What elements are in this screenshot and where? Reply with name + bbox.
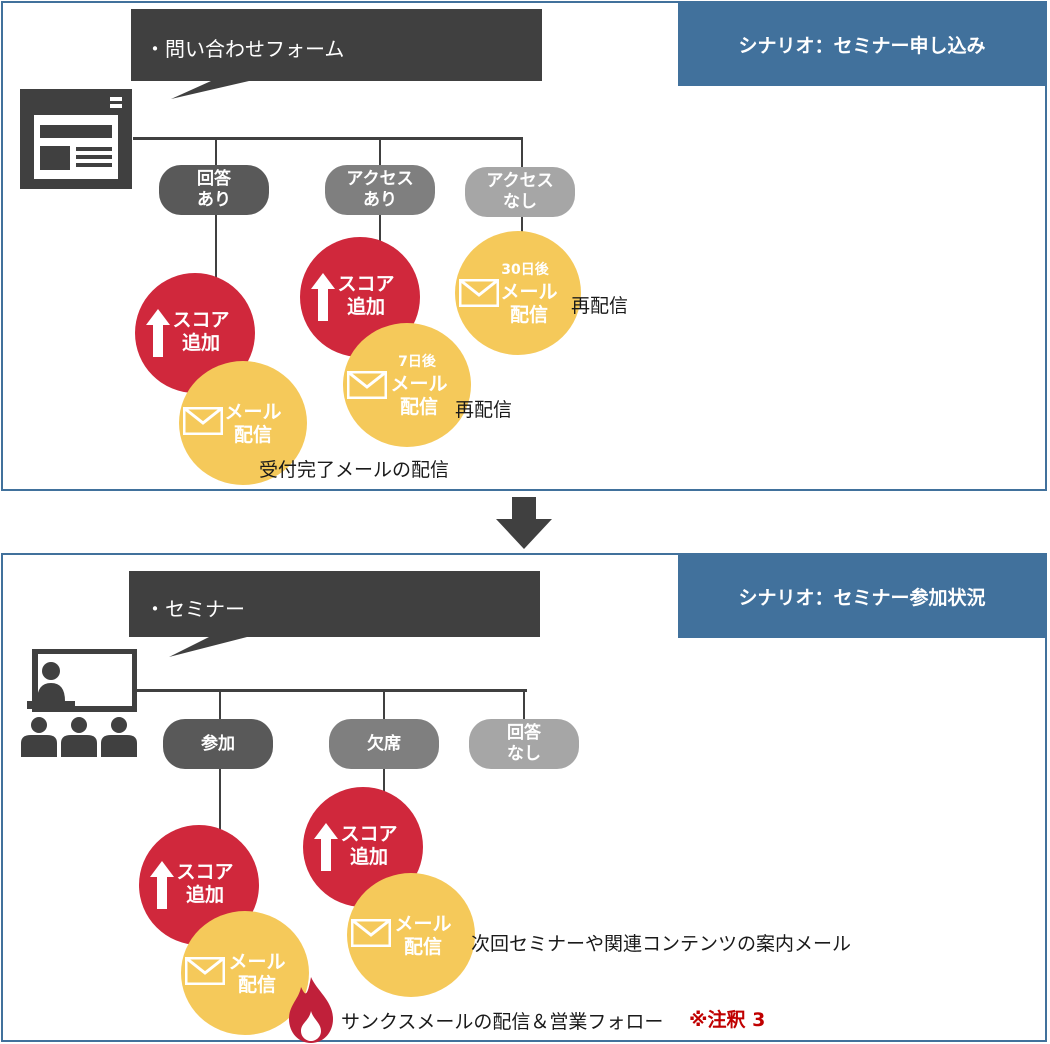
top-mail-circle-1: メール 配信 bbox=[179, 361, 307, 485]
up-arrow-icon bbox=[146, 309, 170, 357]
up-arrow-icon bbox=[311, 273, 335, 321]
bottom-branch-label-2: 欠席 bbox=[329, 719, 439, 769]
top-note-1: 受付完了メールの配信 bbox=[259, 459, 450, 481]
bottom-bus-line bbox=[137, 689, 527, 692]
top-mail-circle-2: 7日後 メール 配信 bbox=[343, 323, 471, 447]
top-panel: シナリオ：セミナー申し込み ・問い合わせフォーム 回答 あり アクセス あり ア… bbox=[1, 1, 1047, 491]
up-arrow-icon bbox=[314, 823, 338, 871]
top-branch-label-3: アクセス なし bbox=[465, 167, 575, 217]
bottom-callout-bubble bbox=[129, 571, 540, 657]
top-bus-line bbox=[133, 137, 523, 140]
seminar-icon bbox=[21, 649, 137, 757]
top-branch-line-1 bbox=[215, 137, 217, 337]
top-branch-label-1: 回答 あり bbox=[159, 165, 269, 215]
top-note-2: 再配信 bbox=[455, 399, 513, 421]
envelope-icon bbox=[183, 407, 223, 435]
down-arrow-icon bbox=[496, 497, 552, 549]
bottom-scenario-title: シナリオ：セミナー参加状況 bbox=[678, 555, 1046, 638]
envelope-icon bbox=[351, 919, 391, 947]
envelope-icon bbox=[185, 957, 225, 985]
flame-icon bbox=[289, 977, 333, 1043]
form-icon bbox=[20, 89, 132, 189]
top-callout-text: ・問い合わせフォーム bbox=[145, 37, 345, 61]
up-arrow-icon bbox=[150, 861, 174, 909]
top-branch-label-2: アクセス あり bbox=[325, 165, 435, 215]
bottom-panel: シナリオ：セミナー参加状況 ・セミナー 参加 欠席 回答 なし スコア 追加 メ… bbox=[1, 553, 1047, 1043]
bottom-note-1: サンクスメールの配信＆営業フォロー bbox=[341, 1011, 664, 1033]
bottom-mail-circle-1: メール 配信 bbox=[181, 911, 309, 1035]
bottom-mail-circle-2: メール 配信 bbox=[347, 873, 475, 997]
bottom-branch-label-1: 参加 bbox=[163, 719, 273, 769]
bottom-branch-line-1 bbox=[219, 689, 221, 849]
top-note-3: 再配信 bbox=[571, 295, 629, 317]
top-callout-bubble bbox=[131, 9, 542, 99]
annotation-note: ※注釈 3 bbox=[689, 1009, 766, 1031]
bottom-branch-line-3 bbox=[523, 689, 525, 729]
envelope-icon bbox=[347, 371, 387, 399]
envelope-icon bbox=[459, 279, 499, 307]
bottom-note-2: 次回セミナーや関連コンテンツの案内メール bbox=[471, 933, 852, 955]
bottom-branch-label-3: 回答 なし bbox=[469, 719, 579, 769]
bottom-callout-text: ・セミナー bbox=[145, 597, 245, 621]
top-scenario-title: シナリオ：セミナー申し込み bbox=[678, 3, 1046, 86]
top-mail-circle-3: 30日後 メール 配信 bbox=[455, 231, 581, 355]
